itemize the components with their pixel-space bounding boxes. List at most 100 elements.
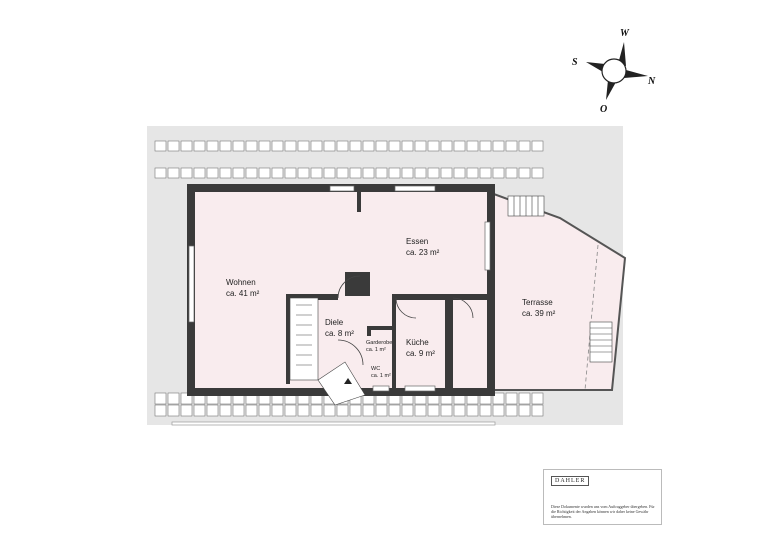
svg-text:ca. 41 m²: ca. 41 m² (226, 289, 260, 298)
paving-stone (492, 404, 505, 417)
paving-stone (375, 167, 388, 179)
paving-stone (193, 167, 206, 179)
paving-stone (336, 404, 349, 417)
paving-stone (440, 140, 453, 152)
paving-stone (518, 404, 531, 417)
paving-stone (232, 140, 245, 152)
paving-stone (362, 167, 375, 179)
paving-stone (453, 404, 466, 417)
paving-stone (167, 167, 180, 179)
paving-stone (154, 140, 167, 152)
paving-stone (375, 404, 388, 417)
paving-stone (440, 167, 453, 179)
paving-stone (453, 167, 466, 179)
paving-stone (323, 167, 336, 179)
paving-stone (219, 140, 232, 152)
paving-stone (206, 167, 219, 179)
paving-stone (219, 167, 232, 179)
paving-stone (349, 140, 362, 152)
paving-stone (258, 140, 271, 152)
paving-stone (531, 392, 544, 405)
paving-stone (479, 167, 492, 179)
paving-stone (518, 167, 531, 179)
paving-stone (323, 404, 336, 417)
svg-text:N: N (647, 76, 656, 87)
paving-stone (245, 167, 258, 179)
paving-stone (206, 404, 219, 417)
paving-stone (388, 140, 401, 152)
paving-stone (180, 140, 193, 152)
paving-stone (232, 167, 245, 179)
paving-stone (466, 167, 479, 179)
staircase (289, 297, 366, 406)
paving-stone (492, 392, 505, 405)
paving-stone (180, 167, 193, 179)
paving-stone (531, 167, 544, 179)
paving-stone (206, 140, 219, 152)
paving-stone (362, 140, 375, 152)
paving-stone (349, 167, 362, 179)
paving-stone (414, 140, 427, 152)
paving-stone (193, 140, 206, 152)
paving-stone (271, 167, 284, 179)
svg-text:WC: WC (371, 366, 380, 372)
paving-stone (167, 404, 180, 417)
boundary-line (171, 421, 496, 426)
paving-stone (180, 404, 193, 417)
dahler-logo: DAHLER (551, 476, 590, 486)
entrance-arrow-icon (344, 378, 352, 384)
svg-text:S: S (572, 57, 578, 68)
paving-stone (167, 392, 180, 405)
parking-rows (154, 140, 544, 417)
paving-stone (401, 167, 414, 179)
paving-stone (271, 140, 284, 152)
paving-stone (219, 404, 232, 417)
paving-stone (388, 404, 401, 417)
svg-text:Wohnen: Wohnen (226, 278, 256, 287)
paving-stone (232, 404, 245, 417)
paving-stone (284, 404, 297, 417)
svg-text:ca. 1 m²: ca. 1 m² (371, 373, 391, 379)
paving-stone (284, 140, 297, 152)
svg-text:ca. 9 m²: ca. 9 m² (406, 349, 435, 358)
paving-stone (284, 167, 297, 179)
paving-stone (479, 140, 492, 152)
paving-stone (427, 167, 440, 179)
room-kueche: Küche ca. 9 m² (406, 338, 435, 358)
paving-stone (193, 404, 206, 417)
svg-text:ca. 39 m²: ca. 39 m² (522, 309, 556, 318)
paving-stone (492, 140, 505, 152)
paving-stone (297, 167, 310, 179)
paving-stone (323, 140, 336, 152)
doors (337, 275, 474, 366)
paving-stone (531, 404, 544, 417)
svg-text:Küche: Küche (406, 338, 429, 347)
paving-stone (310, 167, 323, 179)
paving-stone (271, 404, 284, 417)
paving-stone (401, 140, 414, 152)
windows (188, 185, 491, 392)
paving-stone (180, 392, 193, 405)
compass-icon: W S N O (572, 28, 656, 115)
paving-stone (505, 167, 518, 179)
disclaimer-box: DAHLER Diese Dokumente wurden uns vom Au… (543, 469, 662, 525)
svg-text:Essen: Essen (406, 237, 428, 246)
paving-stone (505, 392, 518, 405)
paving-stone (310, 140, 323, 152)
paving-stone (375, 140, 388, 152)
disclaimer-text: Diese Dokumente wurden uns vom Auftragge… (551, 504, 655, 519)
paving-stone (297, 404, 310, 417)
room-wohnen: Wohnen ca. 41 m² (226, 278, 260, 298)
paving-stone (427, 404, 440, 417)
paving-stone (453, 140, 466, 152)
paving-stone (518, 140, 531, 152)
terrace-stairs (507, 195, 613, 363)
paving-stone (310, 404, 323, 417)
paving-stone (414, 167, 427, 179)
svg-text:ca. 1 m²: ca. 1 m² (366, 347, 386, 353)
paving-stone (427, 140, 440, 152)
paving-stone (154, 167, 167, 179)
